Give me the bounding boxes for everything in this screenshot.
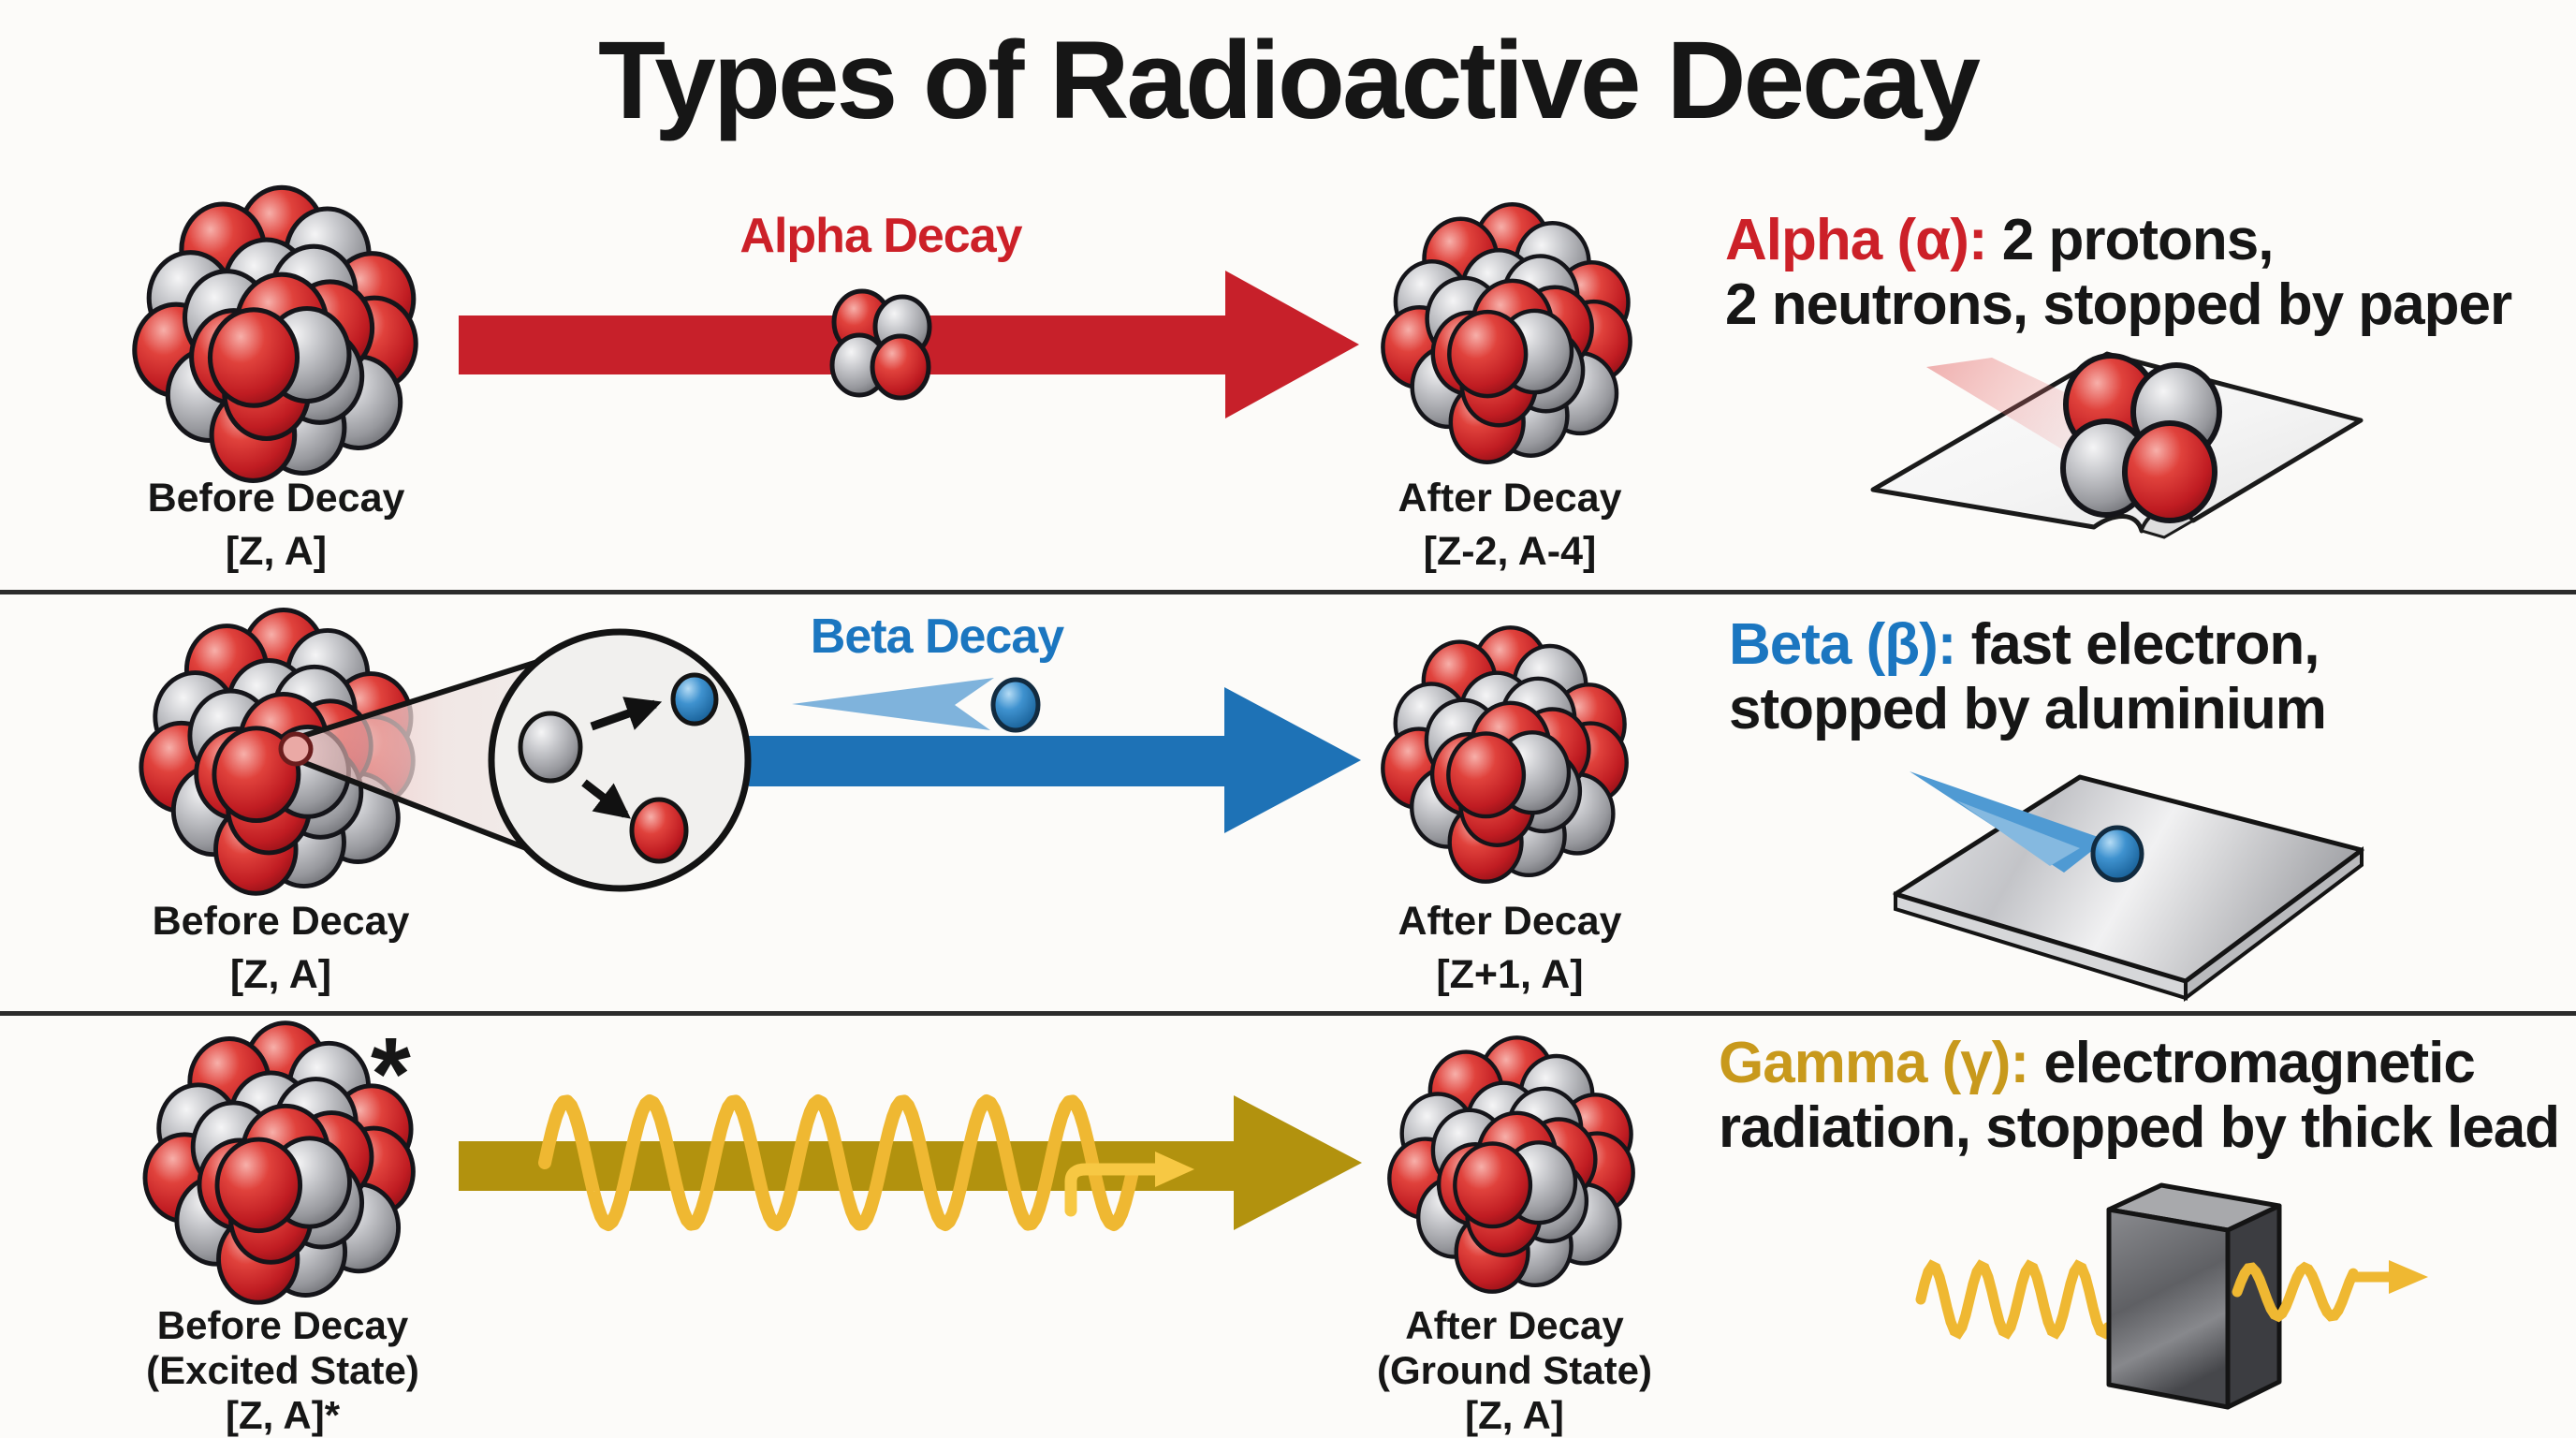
alpha-term: Alpha (α): <box>1725 208 1988 272</box>
caption-state: [Z-2, A-4] <box>1423 529 1597 574</box>
attenuated-gamma-arrowhead <box>2389 1260 2428 1294</box>
alpha-particle-on-paper-icon <box>2060 353 2222 523</box>
proton-sphere <box>207 307 300 408</box>
caption-line: Before Decay <box>152 899 410 944</box>
gamma-term: Gamma (γ): <box>1719 1031 2029 1095</box>
caption-state: [Z, A] <box>1465 1393 1564 1437</box>
gamma-before-caption: Before Decay (Excited State) [Z, A]* <box>39 1303 526 1438</box>
gamma-before-nucleus <box>142 1020 416 1305</box>
alpha-after-nucleus <box>1381 202 1632 464</box>
beta-arrow <box>749 687 1361 833</box>
caption-subtitle: (Excited State) <box>146 1348 419 1392</box>
beta-term: Beta (β): <box>1729 612 1956 677</box>
caption-state: [Z+1, A] <box>1436 952 1584 997</box>
gamma-after-caption: After Decay (Ground State) [Z, A] <box>1271 1303 1758 1438</box>
caption-state: [Z, A]* <box>225 1393 341 1437</box>
alpha-before-nucleus <box>132 184 418 483</box>
alpha-particle-icon <box>829 288 932 401</box>
alpha-info-line1: 2 protons, <box>2001 208 2275 272</box>
gamma-arrow <box>459 1095 1362 1230</box>
gamma-wave-in-icon <box>1915 1259 2114 1340</box>
caption-line: Before Decay <box>147 476 405 521</box>
beta-before-caption: Before Decay [Z, A] <box>37 895 524 1002</box>
gamma-wave-out-icon <box>2232 1261 2359 1323</box>
caption-line: Before Decay <box>156 1303 409 1347</box>
proton-sphere <box>1447 309 1529 399</box>
row-divider <box>0 1011 2576 1016</box>
gamma-info-line2: radiation, stopped by thick lead <box>1719 1095 2560 1160</box>
alpha-before-caption: Before Decay [Z, A] <box>33 472 520 579</box>
gamma-wave-icon <box>538 1094 1139 1231</box>
page-title: Types of Radioactive Decay <box>597 19 1981 142</box>
caption-subtitle: (Ground State) <box>1377 1348 1652 1392</box>
caption-line: After Decay <box>1398 476 1622 521</box>
neutron-decay-magnifier <box>278 628 752 892</box>
lead-block-illustration <box>1915 1182 2428 1410</box>
beta-decay-label: Beta Decay <box>810 609 1064 664</box>
highlighted-neutron-ring <box>278 731 314 767</box>
electron-on-plate-icon <box>2090 825 2144 883</box>
gamma-info-line1: electromagnetic <box>2043 1031 2476 1095</box>
beta-info-line2: stopped by aluminium <box>1729 677 2327 741</box>
proton-sphere <box>214 1137 303 1234</box>
beta-after-caption: After Decay [Z+1, A] <box>1266 895 1753 1002</box>
beta-after-nucleus <box>1381 625 1629 884</box>
row-divider <box>0 590 2576 594</box>
paper-sheet-illustration <box>1870 351 2364 539</box>
gamma-info-text: Gamma (γ): electromagnetic radiation, st… <box>1719 1031 2561 1160</box>
excited-state-asterisk: * <box>371 1017 411 1132</box>
neutron-to-proton-arrow <box>581 779 631 819</box>
nuclei-layer <box>132 184 1635 1305</box>
beta-electron-icon <box>792 677 1041 733</box>
aluminium-plate-illustration <box>1893 771 2364 1003</box>
caption-line: After Decay <box>1398 899 1622 944</box>
alpha-after-caption: After Decay [Z-2, A-4] <box>1266 472 1753 579</box>
beta-info-text: Beta (β): fast electron, stopped by alum… <box>1729 612 2553 741</box>
proton-sphere <box>629 797 689 864</box>
electron-sphere <box>670 672 719 726</box>
proton-sphere <box>1453 1141 1533 1229</box>
neutron-to-electron-arrow <box>590 697 663 731</box>
proton-sphere <box>1446 731 1527 819</box>
caption-state: [Z, A] <box>229 952 332 997</box>
gamma-photon-arrow-icon <box>1064 1152 1194 1217</box>
alpha-decay-label: Alpha Decay <box>739 209 1022 263</box>
caption-state: [Z, A] <box>225 529 328 574</box>
caption-line: After Decay <box>1405 1303 1624 1347</box>
alpha-info-line2: 2 neutrons, stopped by paper <box>1725 272 2512 337</box>
gamma-after-nucleus <box>1387 1035 1635 1294</box>
alpha-info-text: Alpha (α): 2 protons, 2 neutrons, stoppe… <box>1725 208 2549 337</box>
neutron-sphere <box>518 711 583 784</box>
proton-sphere <box>212 726 301 824</box>
beta-info-line1: fast electron, <box>1970 612 2320 677</box>
